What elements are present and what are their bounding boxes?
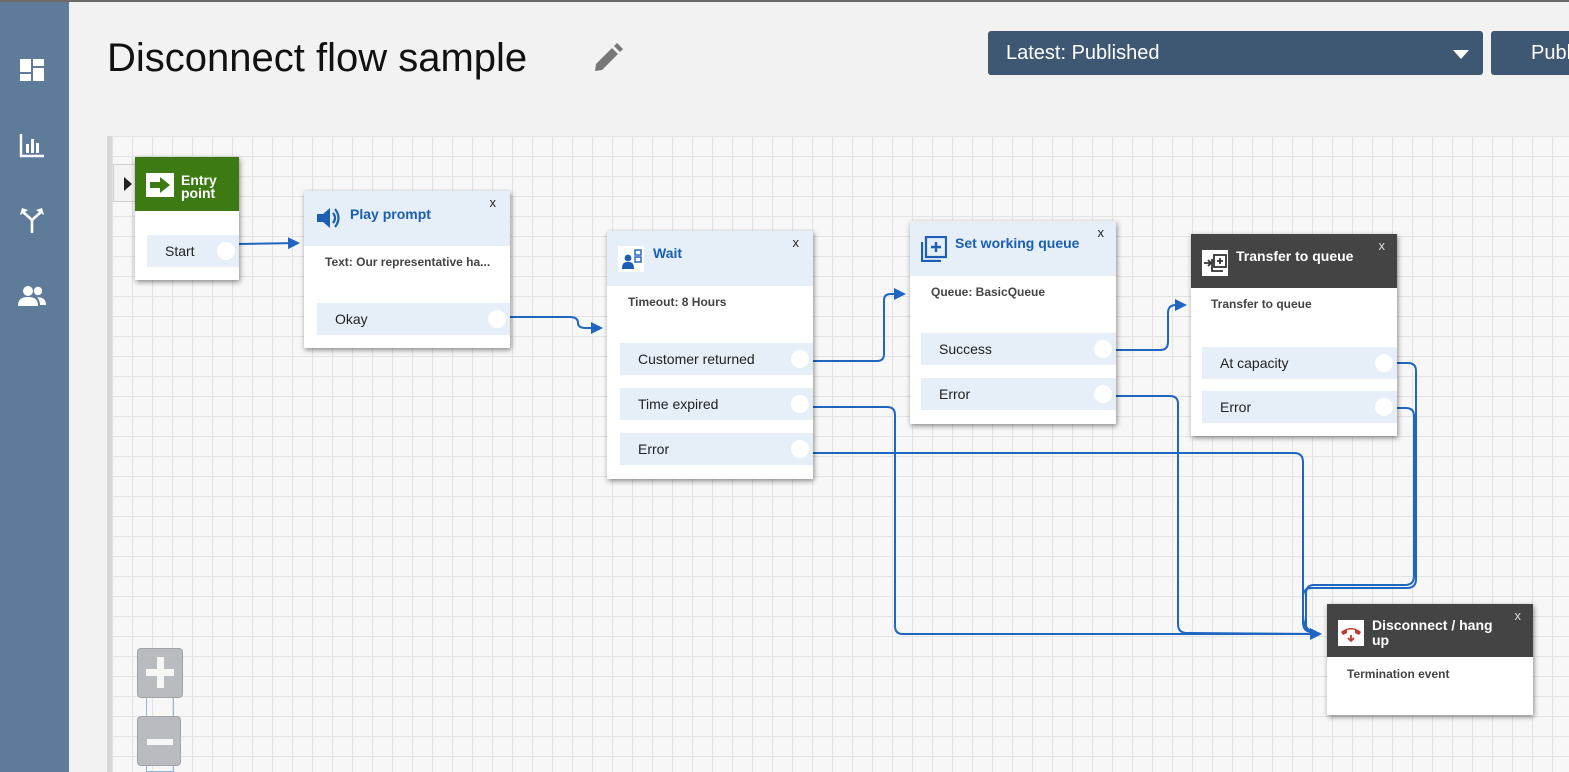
caret-right-icon xyxy=(124,177,132,191)
close-icon[interactable]: x xyxy=(1514,608,1522,623)
version-select[interactable]: Latest: Published xyxy=(988,31,1483,75)
block-title: Set working queue xyxy=(955,235,1080,251)
output-port[interactable] xyxy=(791,350,809,368)
output-port[interactable] xyxy=(791,395,809,413)
minus-icon xyxy=(147,739,173,745)
branch-customer-returned[interactable]: Customer returned xyxy=(620,343,813,375)
play-prompt-block[interactable]: Play prompt x Text: Our representative h… xyxy=(304,191,510,348)
branch-label: Customer returned xyxy=(638,351,755,367)
branch-label: Start xyxy=(165,243,195,259)
block-header: Transfer to queue x xyxy=(1191,234,1397,288)
hang-up-phone-icon xyxy=(1338,620,1364,646)
transfer-queue-icon xyxy=(1202,250,1228,276)
branch-label: Error xyxy=(1220,399,1252,415)
pencil-icon[interactable] xyxy=(592,42,624,74)
entry-point-title: Entry point xyxy=(181,172,217,201)
branch-label: Time expired xyxy=(638,396,719,412)
output-port[interactable] xyxy=(1375,354,1393,372)
block-description: Transfer to queue xyxy=(1211,297,1312,311)
branch-time-expired[interactable]: Time expired xyxy=(620,388,813,420)
output-port[interactable] xyxy=(217,242,235,260)
block-description: Timeout: 8 Hours xyxy=(628,295,727,309)
branch-label: Error xyxy=(939,386,971,402)
page-title: Disconnect flow sample xyxy=(107,36,528,80)
wait-block[interactable]: Wait x Timeout: 8 Hours Customer returne… xyxy=(607,231,813,479)
branch-label: Success xyxy=(939,341,992,357)
branch-error[interactable]: Error xyxy=(1202,391,1397,423)
output-port[interactable] xyxy=(1094,340,1112,358)
sidebar xyxy=(0,2,69,772)
users-icon[interactable] xyxy=(17,281,47,311)
block-title: Transfer to queue xyxy=(1236,248,1354,264)
branch-okay[interactable]: Okay xyxy=(317,303,510,335)
zoom-out-button[interactable] xyxy=(137,716,181,766)
output-port[interactable] xyxy=(488,310,506,328)
top-border xyxy=(0,0,1569,2)
queue-add-icon xyxy=(921,236,947,262)
block-header: Wait x xyxy=(607,231,813,286)
branch-label: Okay xyxy=(335,311,368,327)
close-icon[interactable]: x xyxy=(1378,238,1386,253)
close-icon[interactable]: x xyxy=(1097,225,1105,240)
block-description: Text: Our representative ha... xyxy=(325,255,491,269)
output-port[interactable] xyxy=(1375,398,1393,416)
block-header: Play prompt x xyxy=(304,191,510,246)
routing-icon[interactable] xyxy=(17,205,47,235)
zoom-in-button[interactable] xyxy=(137,648,183,698)
bar-chart-icon[interactable] xyxy=(17,130,47,160)
branch-label: At capacity xyxy=(1220,355,1289,371)
close-icon[interactable]: x xyxy=(792,235,800,250)
branch-error[interactable]: Error xyxy=(921,378,1116,410)
arrow-right-icon xyxy=(146,173,174,197)
branch-at-capacity[interactable]: At capacity xyxy=(1202,347,1397,379)
block-header: Set working queue x xyxy=(910,221,1116,276)
block-title: Play prompt xyxy=(350,206,431,222)
set-working-queue-block[interactable]: Set working queue x Queue: BasicQueue Su… xyxy=(910,221,1116,424)
version-select-value: Latest: Published xyxy=(1006,42,1160,64)
entry-point-block[interactable]: Entry point Start xyxy=(135,157,239,280)
block-description: Queue: BasicQueue xyxy=(931,285,1046,299)
transfer-to-queue-block[interactable]: Transfer to queue x Transfer to queue At… xyxy=(1191,234,1397,436)
caret-down-icon xyxy=(1453,50,1469,59)
wait-person-icon xyxy=(618,246,644,272)
publish-button[interactable]: Publish xyxy=(1491,31,1569,75)
dashboard-icon[interactable] xyxy=(17,55,47,85)
block-description: Termination event xyxy=(1347,667,1450,681)
block-title: Disconnect / hang up xyxy=(1372,617,1493,648)
output-port[interactable] xyxy=(1094,385,1112,403)
output-port[interactable] xyxy=(791,440,809,458)
branch-error[interactable]: Error xyxy=(620,433,813,465)
disconnect-block[interactable]: Disconnect / hang up x Termination event xyxy=(1327,604,1533,715)
plus-icon-vertical xyxy=(157,657,164,688)
close-icon[interactable]: x xyxy=(489,195,497,210)
branch-label: Error xyxy=(638,441,670,457)
branch-success[interactable]: Success xyxy=(921,333,1116,365)
branch-start[interactable]: Start xyxy=(147,235,239,267)
block-header: Disconnect / hang up x xyxy=(1327,604,1533,657)
entry-point-header: Entry point xyxy=(135,157,239,211)
speaker-icon xyxy=(317,208,340,228)
block-title: Wait xyxy=(653,245,683,261)
